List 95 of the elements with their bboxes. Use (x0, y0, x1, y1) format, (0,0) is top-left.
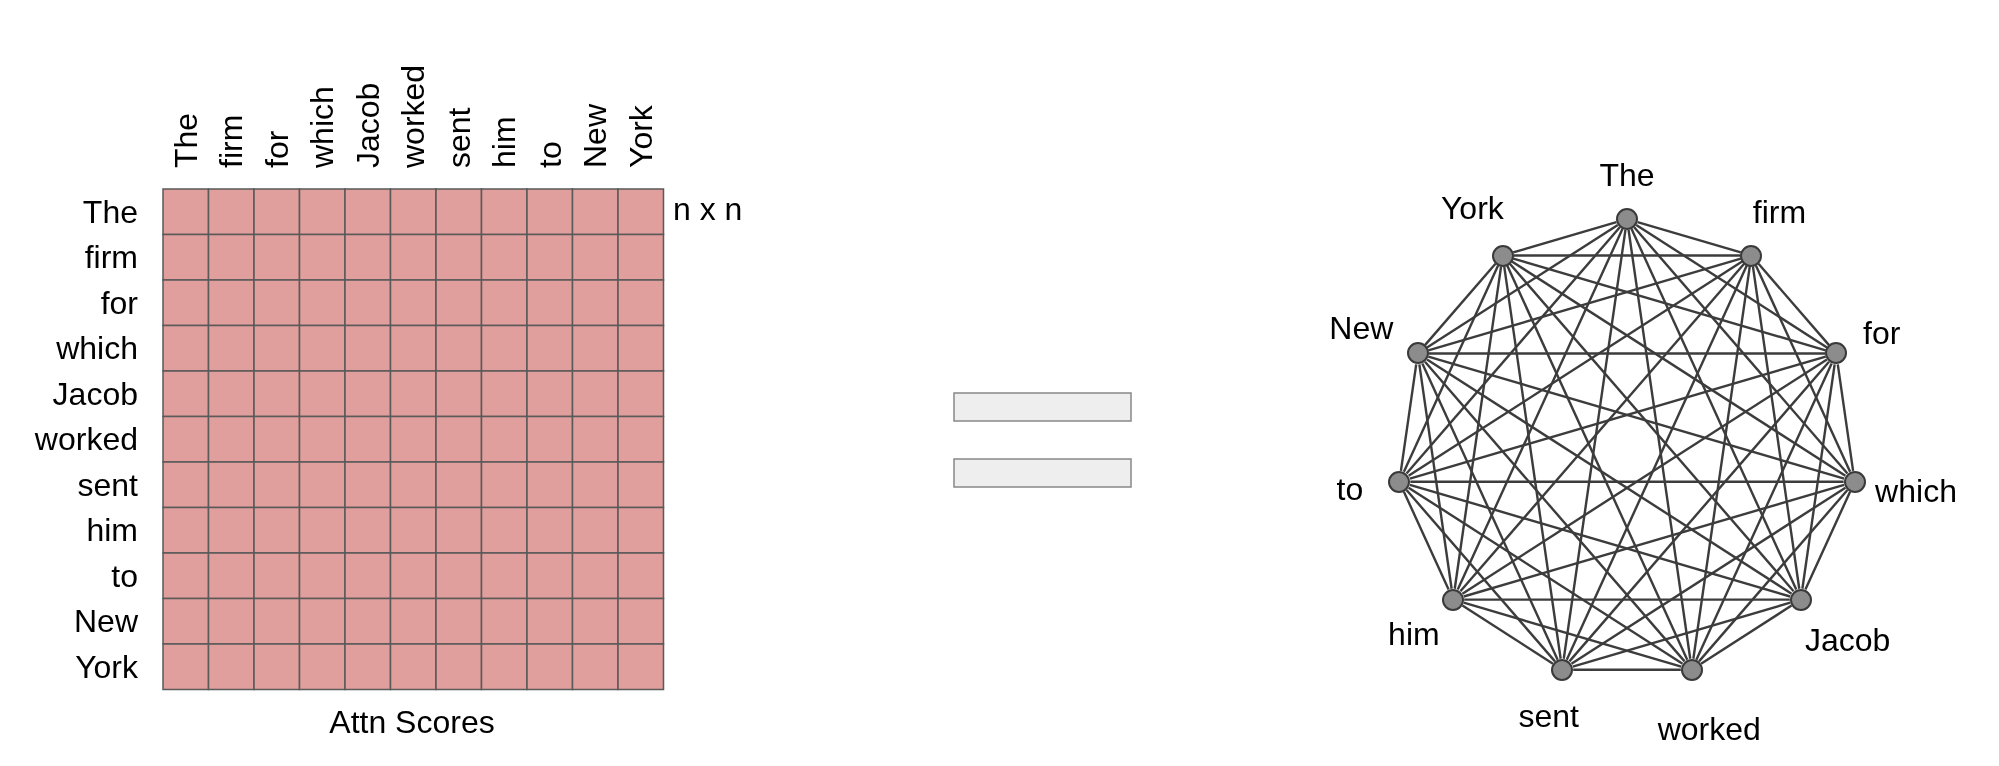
column-label: worked (395, 64, 432, 168)
row-label: sent (77, 466, 138, 503)
matrix-caption: Attn Scores (329, 703, 495, 741)
graph-edge (1695, 362, 1833, 661)
graph-edge (1453, 266, 1503, 589)
graph-edge (1512, 220, 1617, 254)
graph-node-circle (1825, 342, 1848, 365)
column-label: York (622, 105, 659, 168)
node-label: him (1388, 615, 1440, 653)
row-label: which (56, 330, 138, 367)
graph-edge (1421, 362, 1559, 661)
node-label: Jacob (1805, 621, 1891, 659)
row-label: Jacob (52, 375, 138, 412)
row-label: York (75, 648, 138, 685)
row-label: worked (34, 421, 138, 458)
graph-edge (1426, 223, 1619, 349)
graph-edge (1506, 265, 1689, 661)
graph-edge (1503, 266, 1562, 659)
graph-edge (1757, 263, 1830, 346)
graph-edge (1428, 257, 1742, 352)
node-label: which (1875, 472, 1957, 509)
graph-node-circle (1442, 588, 1465, 611)
graph-node-circle (1616, 208, 1638, 230)
node-label: New (1329, 309, 1394, 347)
graph-edge (1463, 601, 1682, 668)
graph-edge (1459, 263, 1746, 593)
graph-node-circle (1740, 244, 1763, 267)
node-label: worked (1657, 710, 1761, 748)
row-label: him (86, 512, 138, 549)
row-label: to (111, 557, 138, 594)
graph-edge (1410, 480, 1844, 483)
graph-edge (1698, 489, 1849, 663)
graph-edge (1456, 228, 1624, 591)
node-label: The (1599, 156, 1655, 194)
graph-edge (1512, 257, 1826, 352)
graph-edge (1461, 604, 1554, 665)
graph-edge (1572, 601, 1791, 668)
node-label: York (1440, 190, 1504, 227)
graph-node-circle (1406, 342, 1429, 365)
graph-edge (1573, 668, 1681, 671)
graph-edge (1407, 486, 1684, 665)
graph-edge (1461, 358, 1828, 595)
row-label: for (100, 284, 138, 321)
node-label: to (1336, 470, 1364, 508)
graph-edge (1692, 266, 1751, 659)
node-label: for (1863, 314, 1901, 352)
graph-edge (1562, 229, 1627, 659)
matrix-size-label: n x n (673, 190, 743, 228)
column-label: sent (440, 107, 477, 168)
column-label: which (304, 86, 341, 168)
graph-edge (1428, 352, 1826, 355)
graph-edge (1424, 263, 1497, 346)
graph-edge (1409, 483, 1791, 598)
column-label: for (258, 130, 295, 168)
graph-edge (1464, 598, 1790, 601)
graph-edge (1700, 604, 1793, 665)
row-label: The (82, 193, 138, 230)
graph-edge (1801, 364, 1836, 589)
graph-edge (1405, 489, 1556, 663)
graph-edge (1463, 483, 1845, 598)
graph-edge (1627, 229, 1692, 659)
graph-edge (1570, 486, 1847, 665)
graph-edge (1836, 364, 1855, 471)
graph-edge (1637, 220, 1742, 254)
graph-edge (1565, 265, 1748, 661)
graph-edge (1405, 226, 1621, 475)
column-label: to (531, 141, 568, 168)
graph-edge (1804, 491, 1852, 591)
graph-edge (1511, 260, 1847, 477)
graph-edge (1426, 358, 1793, 595)
column-label: firm (213, 114, 250, 168)
graph-edge (1630, 228, 1798, 591)
row-label: firm (84, 239, 138, 276)
graph-edge (1508, 263, 1795, 593)
graph-edge (1402, 265, 1500, 473)
node-label: sent (1518, 697, 1579, 735)
graph-edge (1418, 364, 1453, 589)
graph-edge (1513, 254, 1741, 257)
graph-edge (1751, 266, 1801, 589)
graph-edge (1407, 260, 1743, 477)
node-label: firm (1752, 193, 1807, 231)
column-label: Jacob (349, 82, 386, 168)
graph-node-circle (1388, 470, 1411, 493)
graph-edge (1635, 223, 1828, 349)
row-label: New (74, 603, 138, 640)
graph-edge (1424, 361, 1686, 663)
graph-edge (1399, 364, 1418, 471)
graph-edge (1633, 226, 1849, 475)
column-label: him (486, 116, 523, 168)
graph-edge (1568, 361, 1830, 663)
graph-node-circle (1491, 244, 1514, 267)
column-label: The (167, 112, 204, 168)
column-label: New (577, 104, 614, 168)
graph-edge (1402, 491, 1450, 591)
graph-edge (1754, 265, 1852, 473)
